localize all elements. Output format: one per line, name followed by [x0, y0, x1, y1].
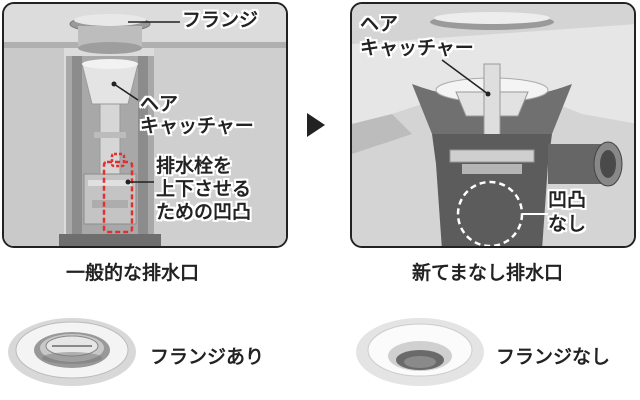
label-with-flange: フランジあり	[150, 346, 265, 368]
label-stopper-line3: ための凹凸	[156, 201, 252, 223]
caption-new-drain: 新てまなし排水口	[412, 262, 564, 284]
label-flange: フランジ	[182, 9, 259, 31]
new-drain-illustration	[352, 4, 634, 246]
panel-conventional-drain: フランジ ヘア キャッチャー 排水栓を 上下させる ための凹凸	[2, 2, 288, 248]
flange-drain-photo	[8, 318, 136, 386]
label-stopper-line2: 上下させる	[156, 178, 252, 200]
label-hair-catcher-line1: ヘア	[360, 13, 399, 35]
right-arrow-icon	[307, 113, 325, 137]
label-hair-catcher-line1: ヘア	[140, 93, 179, 115]
panel-new-drain: ヘア キャッチャー 凹凸 なし	[350, 2, 636, 248]
label-hair-catcher-line2: キャッチャー	[360, 37, 474, 59]
caption-conventional-drain: 一般的な排水口	[66, 262, 200, 284]
conventional-drain-illustration	[4, 4, 286, 246]
label-no-bump-line1: 凹凸	[548, 189, 587, 211]
label-hair-catcher-line2: キャッチャー	[140, 115, 254, 137]
flangeless-drain-photo	[356, 318, 484, 386]
label-no-bump-line2: なし	[548, 213, 587, 235]
label-stopper-line1: 排水栓を	[156, 155, 233, 177]
label-without-flange: フランジなし	[496, 346, 611, 368]
